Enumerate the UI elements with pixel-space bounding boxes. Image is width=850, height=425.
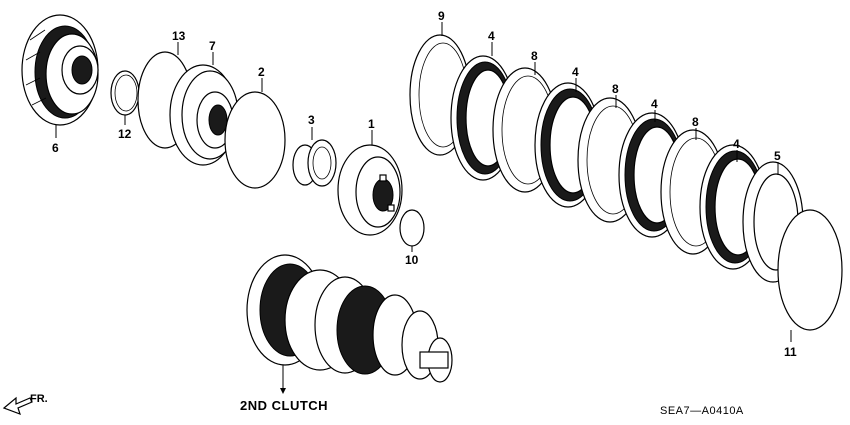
callout-4d: 4	[733, 137, 740, 151]
part-1-spring-retainer	[337, 144, 403, 236]
front-direction-arrow-icon	[2, 396, 33, 416]
callout-5: 5	[774, 149, 781, 163]
diagram-code: SEA7—A0410A	[660, 405, 744, 417]
callout-7: 7	[209, 39, 216, 53]
callout-4a: 4	[488, 29, 495, 43]
callout-9: 9	[438, 9, 445, 23]
callout-4b: 4	[572, 65, 579, 79]
callout-12: 12	[118, 127, 132, 141]
assembly-label: 2ND CLUTCH	[240, 398, 328, 413]
part-2-snap-ring	[224, 91, 286, 189]
callout-8a: 8	[531, 49, 538, 63]
callout-6: 6	[52, 141, 59, 155]
callout-10: 10	[405, 253, 419, 267]
callout-2: 2	[258, 65, 265, 79]
direction-label: FR.	[30, 393, 48, 405]
part-10-snap-ring	[399, 209, 425, 247]
2nd-clutch-assembly	[246, 254, 453, 383]
callout-8c: 8	[692, 115, 699, 129]
callout-8b: 8	[612, 82, 619, 96]
callout-4c: 4	[651, 97, 658, 111]
part-3-seal-ring	[292, 139, 337, 187]
callout-3: 3	[308, 113, 315, 127]
part-11-snap-ring	[777, 209, 843, 331]
callout-13: 13	[172, 29, 186, 43]
part-6-clutch-drum	[21, 14, 99, 126]
callout-11: 11	[784, 345, 797, 359]
callout-1: 1	[368, 117, 375, 131]
